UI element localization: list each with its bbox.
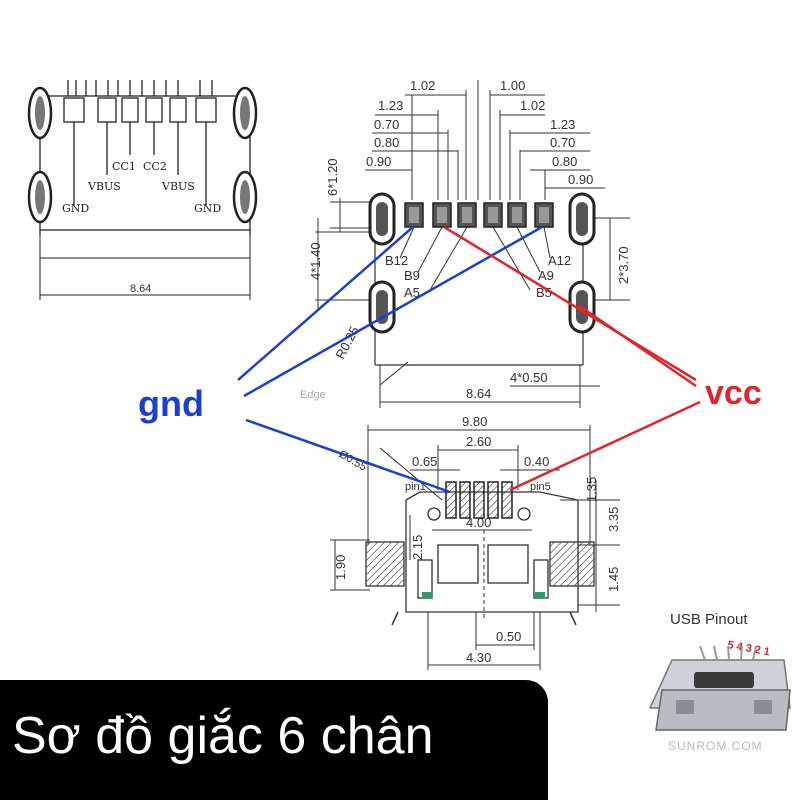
vcc-lines: [443, 225, 701, 492]
gnd-annotation: gnd: [138, 383, 204, 424]
package-dim-bottom2: 4.30: [466, 650, 491, 665]
pin-a5: A5: [404, 285, 420, 300]
package-right-tab: [549, 541, 595, 587]
footprint-dim-1: 1.02: [410, 78, 435, 93]
package-dim-inner: 4.00: [466, 515, 491, 530]
package-dim-h1: 1.35: [584, 477, 599, 502]
footprint-dim-2: 1.00: [500, 78, 525, 93]
footprint-width-dim: 8.64: [466, 386, 491, 401]
footprint-dim-10: 0.80: [552, 154, 577, 169]
footprint-dim-height: 6*1.20: [325, 158, 340, 196]
package-dim-left-h: 1.90: [333, 555, 348, 580]
pin-b9: B9: [404, 268, 420, 283]
package-dim-width: 9.80: [462, 414, 487, 429]
usb-pinout-inset: USB Pinout 5 4 3 2 1 SUNROM.COM: [648, 611, 791, 753]
footprint-dim-9: 0.90: [366, 154, 391, 169]
package-dim-bottom1: 0.50: [496, 629, 521, 644]
usb-pinout-title: USB Pinout: [670, 611, 748, 628]
caption-box: [0, 680, 548, 800]
footprint-dim-3: 1.23: [378, 98, 403, 113]
package-green-mark-left: [422, 592, 432, 598]
usb-pinout-numbers: 5 4 3 2 1: [726, 639, 770, 658]
package-dim-pad: 0.40: [524, 454, 549, 469]
footprint-leaders: [399, 226, 551, 291]
footprint-dim-5: 0.70: [374, 117, 399, 132]
schematic-label-cc2: CC2: [143, 160, 167, 173]
footprint-dim-11: 0.90: [568, 172, 593, 187]
schematic-label-vbus-left: VBUS: [87, 180, 121, 193]
package-dim-pitch: 0.65: [412, 454, 437, 469]
schematic-label-gnd-right: GND: [194, 202, 221, 215]
schematic-label-vbus-right: VBUS: [161, 180, 195, 193]
footprint-dim-8: 0.70: [550, 135, 575, 150]
footprint-dim-7: 0.80: [374, 135, 399, 150]
package-pin5-label: pin5: [530, 481, 551, 493]
pin-b12: B12: [385, 253, 408, 268]
package-left-tab: [365, 541, 405, 587]
package-green-mark-right: [535, 592, 545, 598]
usb-pinout-watermark: SUNROM.COM: [668, 739, 763, 753]
package-dim-h2: 3.35: [606, 507, 621, 532]
package-dim-span: 2.60: [466, 434, 491, 449]
package-hole-left: [427, 507, 441, 521]
footprint-dim-right: 2*3.70: [616, 246, 631, 284]
package-pads: [445, 481, 513, 519]
footprint-dim-6: 1.23: [550, 117, 575, 132]
schematic-view: [27, 80, 258, 300]
package-pin1-label: pin1: [405, 481, 426, 493]
schematic-label-cc1: CC1: [112, 160, 136, 173]
pin-a9: A9: [538, 268, 554, 283]
vcc-annotation: vcc: [705, 374, 762, 412]
footprint-dim-4: 1.02: [520, 98, 545, 113]
package-dim-h3: 2.15: [410, 535, 425, 560]
footprint-dim-pitch: 4*1.40: [308, 242, 323, 280]
package-dim-right-h: 1.45: [606, 567, 621, 592]
schematic-width-dim: 8.64: [130, 283, 151, 295]
footprint-edge-label: Edge: [300, 389, 326, 401]
schematic-label-gnd-left: GND: [62, 202, 89, 215]
footprint-view: [315, 80, 630, 408]
footprint-pad-dim: 4*0.50: [510, 370, 548, 385]
pin-a12: A12: [548, 253, 571, 268]
caption-text: Sơ đồ giắc 6 chân: [12, 707, 434, 765]
package-hole-right: [517, 507, 531, 521]
